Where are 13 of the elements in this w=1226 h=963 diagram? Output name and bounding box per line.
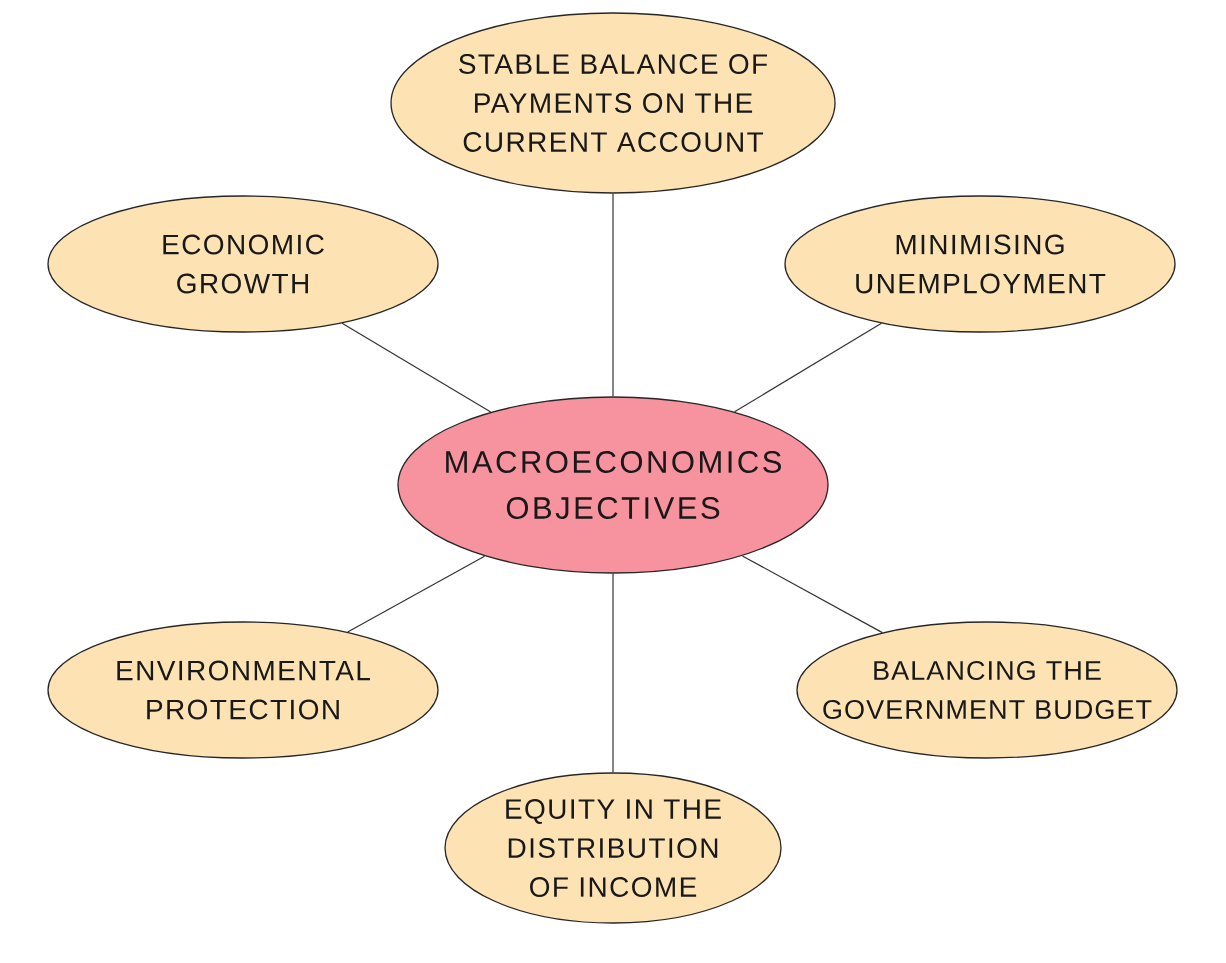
topic-bubble: EQUITY IN THE DISTRIBUTION OF INCOME <box>444 772 782 924</box>
connector-line <box>734 322 883 413</box>
topic-bubble: BALANCING THE GOVERNMENT BUDGET <box>796 621 1178 759</box>
connector-line <box>347 555 486 633</box>
connector-line <box>612 193 614 397</box>
topic-bubble: STABLE BALANCE OF PAYMENTS ON THE CURRENT ACCOUNT <box>390 12 836 194</box>
topic-bubble: ECONOMIC GROWTH <box>47 195 439 333</box>
connector-line <box>612 573 614 773</box>
center-bubble: MACROECONOMICS OBJECTIVES <box>397 396 829 574</box>
topic-bubble: MINIMISING UNEMPLOYMENT <box>784 195 1176 333</box>
topic-bubble: ENVIRONMENTAL PROTECTION <box>47 621 439 759</box>
connector-line <box>341 322 492 413</box>
connector-line <box>741 555 883 634</box>
